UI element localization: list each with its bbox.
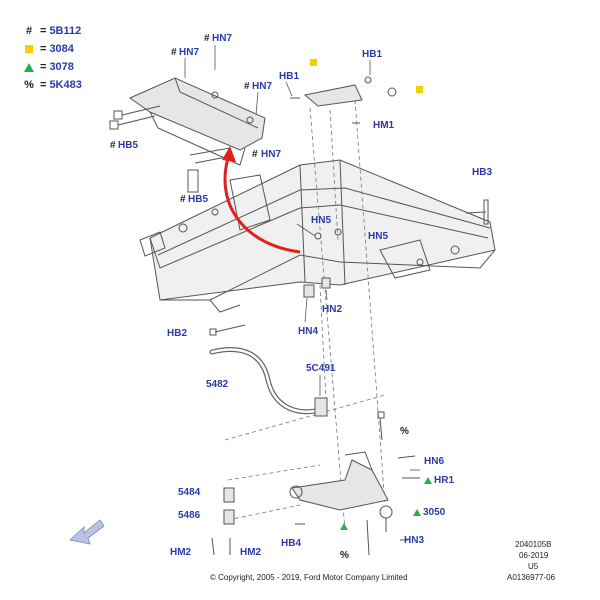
- percent-marker: %: [340, 550, 349, 561]
- label-hb1: HB1: [362, 49, 382, 60]
- hash-marker: #: [171, 47, 177, 58]
- torque-marker: [340, 523, 348, 530]
- label-hm2: HM2: [240, 547, 262, 558]
- hash-marker: #: [110, 140, 116, 151]
- legend-code: 3084: [49, 43, 74, 55]
- label-hm2: HM2: [170, 547, 192, 558]
- leader-lines: [184, 45, 420, 471]
- lower-control-arm: [211, 411, 420, 556]
- label-hn2: HN2: [322, 304, 342, 315]
- ref-id: A0136977-06: [507, 573, 556, 582]
- label-5c491: 5C491: [306, 363, 336, 374]
- label-hn3: HN3: [404, 535, 424, 546]
- hash-marker: #: [204, 33, 210, 44]
- chassis-frame: [139, 159, 496, 313]
- view-direction-arrow-icon: [69, 519, 105, 545]
- label-5486: 5486: [178, 510, 201, 521]
- legend-code: 3078: [49, 61, 74, 73]
- triangle-marker: [424, 477, 432, 484]
- hash-marker: #: [180, 194, 186, 205]
- label-hb1: HB1: [279, 71, 299, 82]
- ref-variant: U5: [528, 562, 539, 571]
- percent-marker: %: [400, 426, 409, 437]
- label-hr1: HR1: [434, 475, 454, 486]
- legend-row: # = 5B112: [22, 22, 82, 40]
- label-hn7: HN7: [261, 149, 281, 160]
- label-hb5: HB5: [118, 140, 138, 151]
- label-hn7: HN7: [212, 33, 232, 44]
- ref-code: 2040105B: [515, 540, 551, 549]
- label-5482: 5482: [206, 379, 229, 390]
- label-hb3: HB3: [472, 167, 492, 178]
- label-hn5: HN5: [311, 215, 331, 226]
- triangle-marker: [413, 509, 421, 516]
- label-hb4: HB4: [281, 538, 301, 549]
- hash-marker: #: [244, 81, 250, 92]
- label-5484: 5484: [178, 487, 201, 498]
- legend-code: 5B112: [49, 25, 82, 37]
- part-labels: # HN7 # HN7 # HN7 # HN7 HB1 HB1 HM1 # HB…: [110, 33, 492, 561]
- ref-date: 06-2019: [519, 551, 549, 560]
- label-hb5: HB5: [188, 194, 208, 205]
- legend: # = 5B112 = 3084 = 3078 % = 5K483: [22, 22, 82, 94]
- label-hn4: HN4: [298, 326, 318, 337]
- legend-code: 5K483: [49, 79, 82, 91]
- hash-marker: #: [25, 25, 33, 37]
- legend-row: = 3078: [22, 58, 82, 76]
- removal-arrow-head: [222, 146, 236, 162]
- label-3050: 3050: [423, 507, 446, 518]
- triangle-marker-icon: [22, 62, 36, 72]
- stabilizer-link: [314, 397, 328, 417]
- copyright: © Copyright, 2005 - 2019, Ford Motor Com…: [210, 573, 408, 582]
- crossmember: [109, 77, 266, 193]
- legend-row: % = 5K483: [22, 76, 82, 94]
- label-hn5: HN5: [368, 231, 388, 242]
- removal-arrow: [223, 157, 301, 254]
- label-hn7: HN7: [252, 81, 272, 92]
- label-hn6: HN6: [424, 456, 444, 467]
- upper-control-arm: [290, 76, 397, 124]
- mount-hardware: [209, 199, 489, 336]
- hash-marker: #: [252, 149, 258, 160]
- legend-row: = 3084: [22, 40, 82, 58]
- label-hm1: HM1: [373, 120, 395, 131]
- alignment-lines: [224, 99, 386, 531]
- square-marker: [310, 59, 317, 66]
- label-hn7: HN7: [179, 47, 199, 58]
- square-marker: [416, 86, 423, 93]
- percent-marker: %: [24, 79, 34, 91]
- label-hb2: HB2: [167, 328, 187, 339]
- reference-block: 2040105B 06-2019 U5 A0136977-06: [507, 540, 556, 582]
- square-marker-icon: [22, 45, 36, 53]
